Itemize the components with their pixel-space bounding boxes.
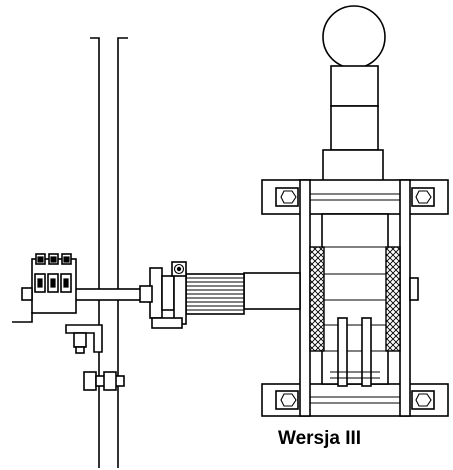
terminal-block — [12, 253, 77, 323]
flange-collar — [139, 261, 187, 329]
inner-rods — [330, 317, 380, 387]
version-caption: Wersja III — [278, 428, 362, 449]
spring-housing — [185, 273, 245, 315]
mast-bolt — [83, 371, 125, 391]
top-knob — [322, 5, 386, 107]
lower-bracket — [261, 383, 449, 417]
mast — [90, 37, 128, 468]
clamp-body — [309, 213, 419, 385]
mast-bracket — [65, 324, 103, 354]
upper-bracket — [261, 179, 449, 215]
